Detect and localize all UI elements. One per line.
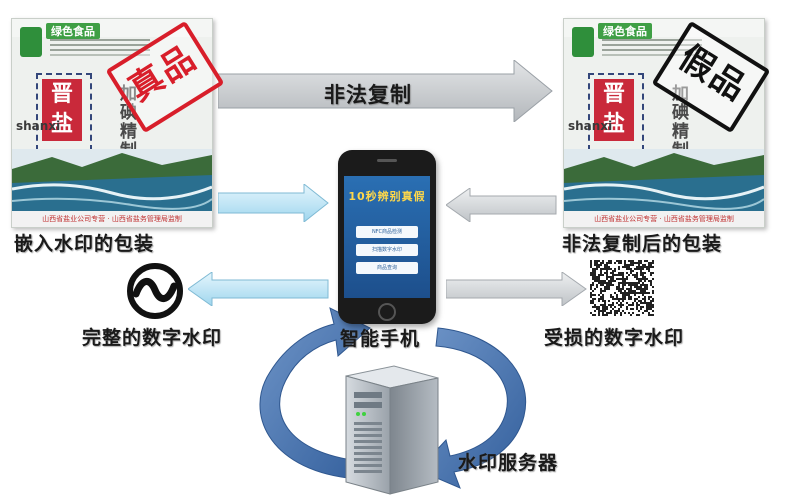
illegal-copy-arrow — [218, 60, 553, 122]
app-button-scan[interactable]: 扫描数字水印 — [356, 244, 418, 256]
green-food-logo — [572, 27, 594, 57]
smartphone-label: 智能手机 — [340, 328, 421, 350]
intact-watermark-label: 完整的数字水印 — [82, 327, 223, 349]
app-button-nfc[interactable]: NFC商品检测 — [356, 226, 418, 238]
package-seal: 晋盐 — [42, 79, 82, 141]
package-brand: 绿色食品 — [598, 23, 652, 39]
intact-watermark-symbol-icon — [127, 263, 183, 319]
illegal-copy-label: 非法复制 — [324, 83, 412, 107]
smartphone: 10秒辨别真假 NFC商品检测 扫描数字水印 商品查询 — [338, 150, 436, 324]
result-arrow-left — [188, 272, 329, 306]
watermark-server-label: 水印服务器 — [458, 452, 559, 474]
app-button-query[interactable]: 商品查询 — [356, 262, 418, 274]
app-title: 10秒辨别真假 — [348, 190, 426, 203]
package-brand: 绿色食品 — [46, 23, 100, 39]
package-footer: 山西省盐业公司专营 · 山西省盐务管理局监制 — [12, 211, 212, 227]
damaged-watermark-label: 受损的数字水印 — [544, 327, 685, 349]
package-seal: 晋盐 — [594, 79, 634, 141]
package-top-bar — [564, 19, 764, 37]
copied-package-label: 非法复制后的包装 — [562, 233, 723, 255]
phone-speaker — [377, 159, 397, 162]
result-arrow-right — [446, 272, 587, 306]
scan-arrow-left — [218, 184, 329, 222]
server-tower-icon — [345, 365, 439, 495]
green-food-logo — [20, 27, 42, 57]
genuine-package: 绿色食品 晋盐 shanxi 加碘精制盐 山西省盐业公司专营 · 山西省盐务管理… — [11, 18, 213, 228]
phone-screen: 10秒辨别真假 NFC商品检测 扫描数字水印 商品查询 — [344, 176, 430, 298]
scan-arrow-right — [446, 188, 557, 222]
package-pinyin: shanxi — [16, 119, 61, 133]
copied-package: 绿色食品 晋盐 shanxi 加碘精制盐 山西省盐业公司专营 · 山西省盐务管理… — [563, 18, 765, 228]
package-fine-print — [602, 39, 702, 41]
package-pinyin: shanxi — [568, 119, 613, 133]
home-button[interactable] — [378, 303, 396, 321]
package-fine-print — [50, 39, 150, 41]
package-footer: 山西省盐业公司专营 · 山西省盐务管理局监制 — [564, 211, 764, 227]
embedded-package-label: 嵌入水印的包装 — [14, 233, 155, 255]
noisy-watermark-pattern-icon — [590, 260, 654, 316]
